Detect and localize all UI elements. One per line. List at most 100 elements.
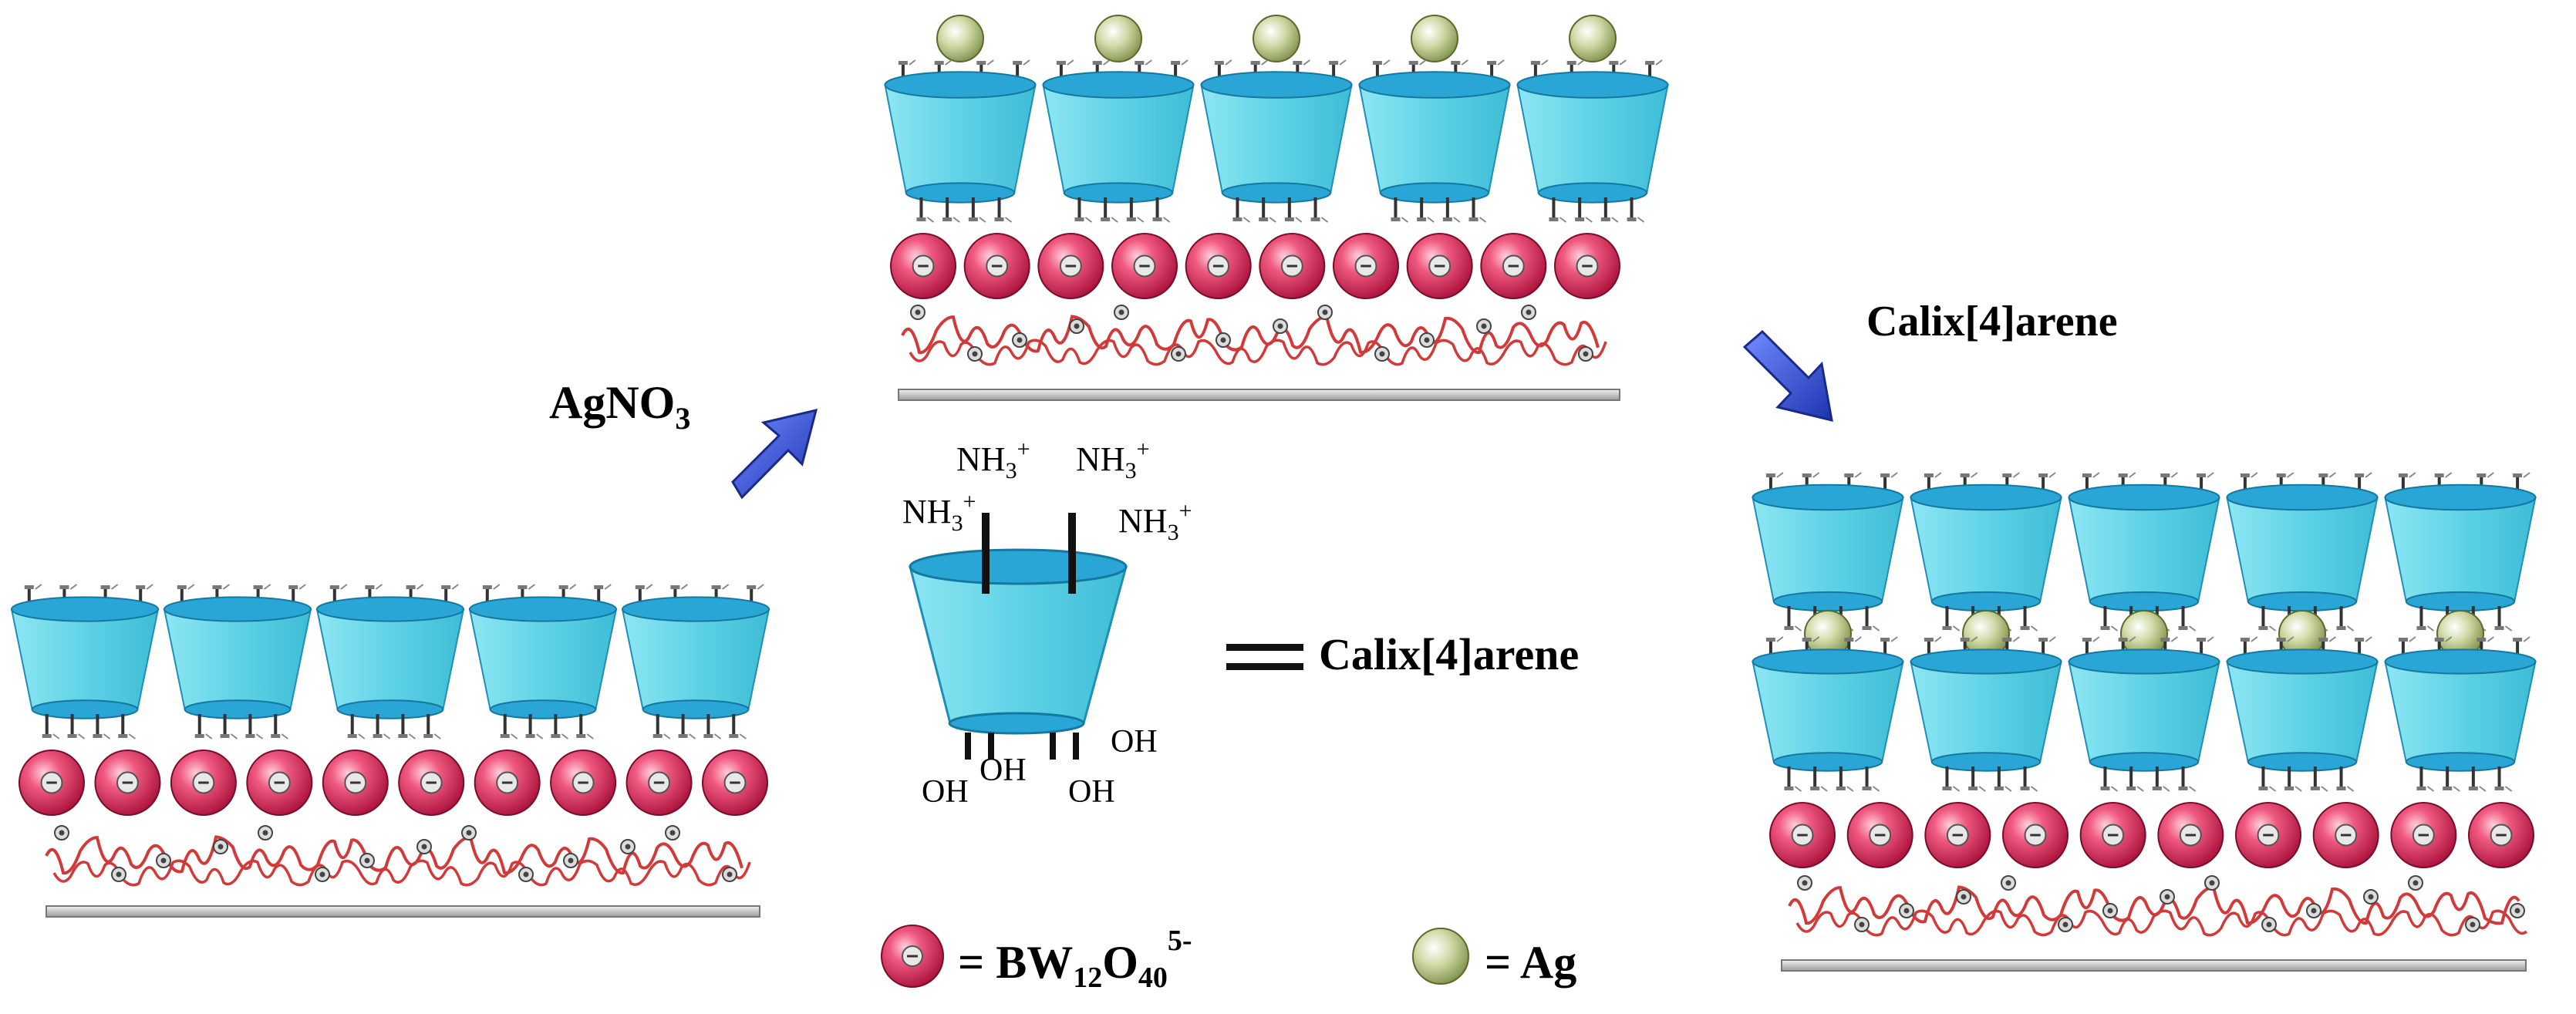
legend: = BW12O405-= Ag xyxy=(881,925,1576,994)
bw12o40-anion xyxy=(1259,233,1326,299)
ag-nanoparticle xyxy=(1094,15,1142,62)
amino-group xyxy=(2468,766,2487,792)
amino-group xyxy=(2126,766,2144,792)
amino-group xyxy=(423,714,441,739)
bw12o40-anion xyxy=(1185,233,1252,299)
amino-group xyxy=(118,714,136,739)
amino-group xyxy=(2178,606,2197,632)
nh3-label-3: NH3+ xyxy=(902,489,976,536)
substrate xyxy=(1781,959,2527,972)
small-cation xyxy=(1317,305,1333,320)
small-cation xyxy=(2363,889,2379,905)
amino-group xyxy=(1417,197,1435,223)
small-cation xyxy=(1578,346,1593,362)
amino-group xyxy=(968,197,986,223)
calixarene-cup xyxy=(468,584,618,739)
bw12o40-anion xyxy=(1554,233,1620,299)
amino-group xyxy=(2258,766,2277,792)
oh-label-4: OH xyxy=(1111,724,1158,760)
small-cation xyxy=(620,839,636,854)
small-cation xyxy=(1419,332,1435,348)
small-cation xyxy=(1899,903,1914,918)
agno3-label: AgNO3 xyxy=(549,377,690,436)
bw12o40-anion xyxy=(19,750,85,816)
amino-group xyxy=(916,197,935,223)
amino-group xyxy=(2494,606,2513,632)
small-cation xyxy=(1273,318,1288,334)
amino-group xyxy=(398,714,416,739)
amino-group xyxy=(1391,197,1409,223)
bw12o40-anion xyxy=(474,750,541,816)
amino-group xyxy=(1259,197,1276,223)
small-cation xyxy=(967,346,983,362)
polyelectrolyte-layer xyxy=(1788,875,2528,937)
small-cation xyxy=(1114,305,1129,320)
ag-nanoparticle xyxy=(1253,15,1300,62)
amino-group xyxy=(373,714,391,739)
bw12o40-anion xyxy=(2312,802,2379,868)
amino-group xyxy=(1836,766,1854,792)
small-cation xyxy=(2306,903,2321,918)
amino-group xyxy=(652,714,671,739)
calixarene-cup xyxy=(163,584,312,739)
small-cation xyxy=(2261,917,2277,932)
right-panel-bilayer-film xyxy=(1752,472,2537,972)
bw12o40-anion xyxy=(1037,233,1104,299)
bw12o40-anion xyxy=(963,233,1030,299)
amino-group xyxy=(2100,766,2119,792)
calixarene-equals-label: Calix[4]arene xyxy=(1319,629,1579,679)
bw12o40-anion xyxy=(2079,802,2146,868)
amino-group xyxy=(500,714,518,739)
amino-group xyxy=(347,714,366,739)
small-cation xyxy=(2465,917,2480,932)
calixarene-cup xyxy=(884,59,1037,223)
amino-group xyxy=(1575,197,1593,223)
small-cation xyxy=(2058,917,2073,932)
amino-group xyxy=(1284,197,1303,223)
calixarene-cup xyxy=(1516,59,1669,223)
middle-panel-silver-film xyxy=(884,15,1669,401)
calixarene-cup xyxy=(315,584,465,739)
oh-label-1: OH xyxy=(922,774,969,810)
left-panel-initial-film xyxy=(10,584,770,918)
bw12o40-anion xyxy=(1406,233,1473,299)
small-cation xyxy=(518,867,534,882)
amino-group xyxy=(1994,766,2012,792)
calixarene-cup xyxy=(2068,472,2220,632)
amino-group xyxy=(2020,766,2038,792)
amino-group xyxy=(1784,606,1802,632)
substrate xyxy=(898,389,1620,401)
amino-group xyxy=(678,714,696,739)
amino-group xyxy=(67,714,86,739)
small-cation xyxy=(1956,889,1971,905)
bw12o40-anion xyxy=(2002,802,2069,868)
amino-group xyxy=(2100,606,2119,632)
small-cation xyxy=(2510,903,2525,918)
calixarene-symbol-icon xyxy=(909,513,1128,760)
amino-group xyxy=(1600,197,1619,223)
amino-group xyxy=(1862,606,1880,632)
small-cation xyxy=(461,825,477,841)
bw12o40-anion xyxy=(1111,233,1178,299)
small-cation xyxy=(54,825,69,841)
amino-group xyxy=(2336,606,2355,632)
small-cation xyxy=(315,867,330,882)
amino-group xyxy=(1310,197,1329,223)
amino-group xyxy=(2336,766,2355,792)
amino-group xyxy=(576,714,594,739)
amino-group xyxy=(1862,766,1880,792)
legend-anion-icon xyxy=(881,925,944,988)
amino-group xyxy=(2416,606,2435,632)
amino-group xyxy=(1074,197,1093,223)
bw12o40-anion xyxy=(246,750,313,816)
substrate xyxy=(46,905,760,918)
small-cation xyxy=(111,867,126,882)
amino-group xyxy=(729,714,747,739)
amino-group xyxy=(1126,197,1145,223)
nh3-label-2: NH3+ xyxy=(1076,436,1149,483)
agno3-arrow-group: AgNO3 xyxy=(549,377,818,500)
amino-group xyxy=(2178,766,2197,792)
amino-group xyxy=(1627,197,1645,223)
small-cation xyxy=(1854,917,1870,932)
